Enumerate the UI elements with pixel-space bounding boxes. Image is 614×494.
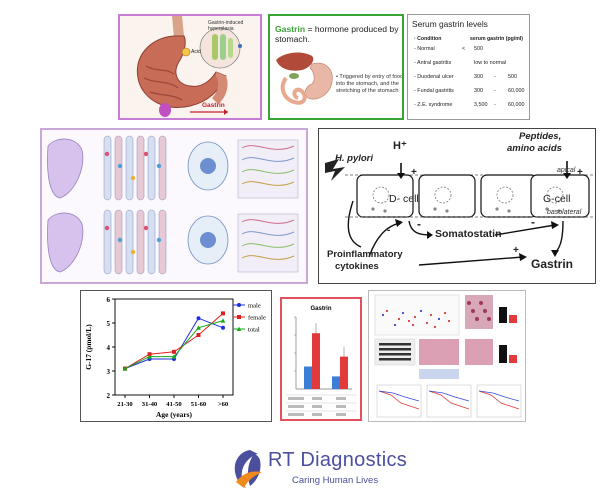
cell-diagram-shapes [325,159,595,266]
plus-sign-2: + [577,167,583,178]
bar-chart-title: Gastrin [310,306,331,312]
gastrin-bar-panel: Gastrin [280,297,362,421]
cell-regulation-diagram: H. pylori H⁺ Peptides, amino acids apica… [318,128,596,284]
gastrin-definition-rest: = hormone produced by stomach. [275,24,399,44]
y-tick-label: 4 [107,344,111,352]
gastrin-definition-text: Gastrin = hormone produced by stomach. [275,24,401,44]
serum-low-value: 500 [474,46,483,52]
data-point-male [196,316,201,321]
serum-condition: - Duodenal ulcer [414,74,454,80]
data-point-female [221,311,225,316]
serum-high-value: 60,000 [508,88,525,94]
cytokines-label: cytokines [335,261,379,272]
data-point-female [196,333,201,337]
serum-dash: - [494,102,496,108]
serum-dash: - [494,74,496,80]
serum-condition: - Fundal gastritis [414,88,454,94]
bar-red [340,356,348,389]
serum-low-value: low to normal [474,60,507,66]
gastrin-definition-panel: Gastrin = hormone produced by stomach. •… [268,14,404,120]
acid-label: Acid [191,49,201,55]
gastrin-label: Gastrin [202,102,225,109]
basolateral-label: basolateral [547,209,582,216]
bar-blue [304,366,312,389]
data-point-total [147,354,152,359]
x-tick-label: >60 [218,401,229,408]
hpylori-label: H. pylori [335,153,374,164]
data-point-male [221,325,225,330]
serum-high-value: 500 [508,74,517,80]
condition-header: · Condition [414,36,442,42]
data-point-total [122,366,128,371]
serum-condition: - Normal [414,46,435,52]
y-tick-label: 5 [107,320,111,328]
company-tagline: Caring Human Lives [292,475,379,486]
hplus-label: H⁺ [393,140,407,152]
x-tick-label: 31-40 [142,401,158,408]
x-tick-label: 21-30 [117,401,133,408]
legend-label: male [248,303,261,310]
data-point-total [220,318,226,323]
data-point-female [172,349,176,354]
serum-value-header: serum gastrin (pg/ml) [470,36,524,42]
plus-sign-1: + [411,167,417,178]
multi-panel-figure [368,290,526,422]
bar-blue [332,376,340,389]
gastrin-bar-chart: Gastrin [286,306,356,416]
hyperplasia-label: Gastrin-induced hyperplasia [208,20,244,32]
peptides-label: Peptides, [519,131,562,142]
gastrin-trigger-note: • Triggered by entry of food into the st… [336,74,404,94]
x-axis-label: Age (years) [156,410,192,419]
legend-marker [237,315,241,319]
stomach-anatomy-panel: Gastrin-induced hyperplasia Acid Gastrin [118,14,262,120]
rt-diagnostics-logo: RT Diagnostics Caring Human Lives [228,446,428,490]
y-tick-label: 6 [107,296,111,304]
serum-low-value: 3,500 [474,102,488,108]
stomach-illustration [120,16,260,118]
multi-panel-illustration [369,291,525,421]
y-axis-label: G-17 (pmol/L) [84,324,93,370]
proinflammatory-label: Proinflammatory [327,249,403,260]
bar-red [312,333,320,389]
serum-levels-panel: Serum gastrin levels · Condition serum g… [407,14,530,120]
g-cell-label: G-cell [543,193,571,205]
serum-low-value: 300 [474,74,483,80]
minus-sign-3: - [387,225,391,236]
somatostatin-label: Somatostatin [435,228,502,240]
gastrin-keyword: Gastrin [275,24,306,34]
data-point-total [196,325,201,330]
serum-levels-title: Serum gastrin levels [412,19,488,29]
company-name: RT Diagnostics [268,449,408,471]
y-tick-label: 3 [107,368,111,376]
serum-condition: - Antral gastritis [414,60,452,66]
histology-illustration [47,135,299,275]
amino-acids-label: amino acids [507,143,562,154]
legend-marker [237,303,241,307]
serum-dash: - [494,88,496,94]
organ-illustration [276,52,333,105]
data-point-total [171,354,177,359]
logo-mark-icon [234,450,262,488]
serum-low-value: 300 [474,88,483,94]
plus-sign-3: + [513,245,519,256]
serum-condition: - Z.E. syndrome [414,102,453,108]
histology-panel [40,128,308,284]
y-tick-label: 2 [107,392,111,400]
minus-sign-1: - [417,217,421,231]
serum-operator: < [462,46,466,52]
apical-label: apical [557,167,576,174]
d-cell-label: D- cell [389,193,419,205]
x-tick-label: 41-50 [166,401,182,408]
serum-high-value: 60,000 [508,102,525,108]
x-tick-label: 51-60 [191,401,207,408]
gastrin-output-label: Gastrin [531,257,574,271]
legend-label: female [248,315,266,322]
legend-marker [236,326,242,331]
legend-label: total [248,327,260,334]
minus-sign-2: - [531,215,535,229]
